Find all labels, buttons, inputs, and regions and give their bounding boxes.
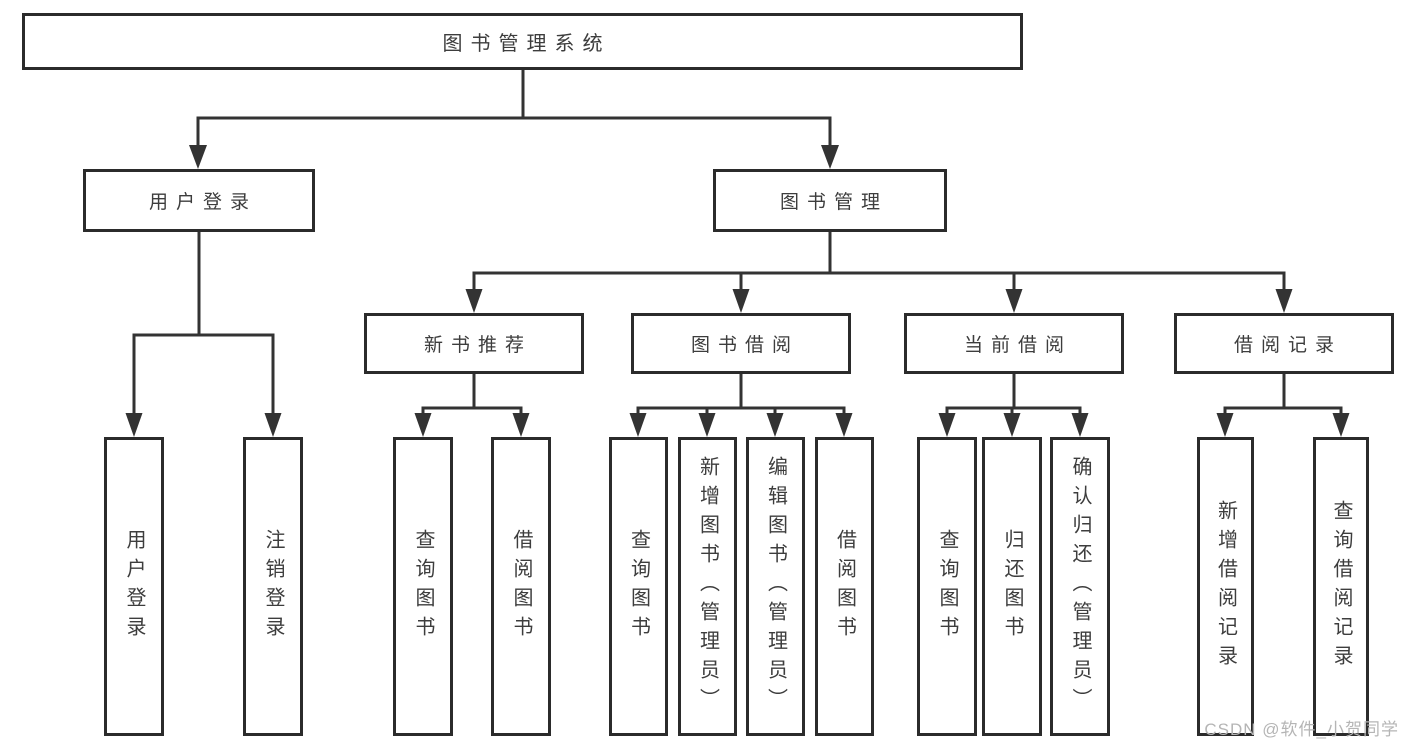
leaf-logout-label: 注销登录 — [262, 528, 284, 645]
leaf-borrow-book-recommend-label: 借阅图书 — [510, 528, 532, 645]
leaf-borrow-book-label: 借阅图书 — [833, 528, 856, 645]
node-library-management-system: 图书管理系统 — [22, 13, 1023, 70]
leaf-add-borrow-record-label: 新增借阅记录 — [1214, 499, 1237, 674]
node-user-login: 用户登录 — [83, 169, 315, 232]
connector-current-borrow-to-leaves — [945, 374, 1082, 414]
csdn-watermark: CSDN @软件_小贺同学 — [1204, 720, 1399, 739]
leaf-query-book-borrow-label: 查询图书 — [627, 528, 650, 645]
leaf-borrow-book-recommend: 借阅图书 — [491, 437, 551, 736]
connector-borrow-records-to-leaves — [1223, 374, 1343, 414]
leaf-user-login-label: 用户登录 — [123, 528, 145, 645]
connector-book-management-to-level3 — [472, 232, 1286, 290]
leaf-edit-book-admin: 编辑图书（管理员） — [746, 437, 805, 736]
leaf-query-book-recommend-label: 查询图书 — [412, 528, 434, 645]
arrowheads — [125, 145, 1350, 437]
node-new-book-recommend: 新书推荐 — [364, 313, 584, 374]
leaf-return-book: 归还图书 — [982, 437, 1042, 736]
leaf-confirm-return-admin: 确认归还（管理员） — [1050, 437, 1110, 736]
leaf-query-book-recommend: 查询图书 — [393, 437, 453, 736]
leaf-return-book-label: 归还图书 — [1001, 528, 1023, 645]
leaf-add-borrow-record: 新增借阅记录 — [1197, 437, 1254, 736]
leaf-query-borrow-record: 查询借阅记录 — [1313, 437, 1369, 736]
leaf-confirm-return-admin-label: 确认归还（管理员） — [1069, 456, 1091, 717]
leaf-add-book-admin: 新增图书（管理员） — [678, 437, 737, 736]
leaf-query-book-current-label: 查询图书 — [936, 528, 958, 645]
connector-book-borrow-to-leaves — [636, 374, 846, 414]
leaf-user-login: 用户登录 — [104, 437, 164, 736]
leaf-query-borrow-record-label: 查询借阅记录 — [1330, 499, 1352, 674]
node-book-borrow: 图书借阅 — [631, 313, 851, 374]
leaf-logout: 注销登录 — [243, 437, 303, 736]
leaf-add-book-admin-label: 新增图书（管理员） — [696, 456, 719, 717]
connector-root-to-level2 — [196, 70, 832, 146]
leaf-query-book-current: 查询图书 — [917, 437, 977, 736]
node-borrow-records: 借阅记录 — [1174, 313, 1394, 374]
connector-new-book-recommend-to-leaves — [421, 374, 523, 414]
leaf-query-book-borrow: 查询图书 — [609, 437, 668, 736]
node-book-management: 图书管理 — [713, 169, 947, 232]
connector-user-login-to-leaves — [132, 232, 275, 414]
node-current-borrow: 当前借阅 — [904, 313, 1124, 374]
leaf-edit-book-admin-label: 编辑图书（管理员） — [764, 456, 787, 717]
leaf-borrow-book: 借阅图书 — [815, 437, 874, 736]
